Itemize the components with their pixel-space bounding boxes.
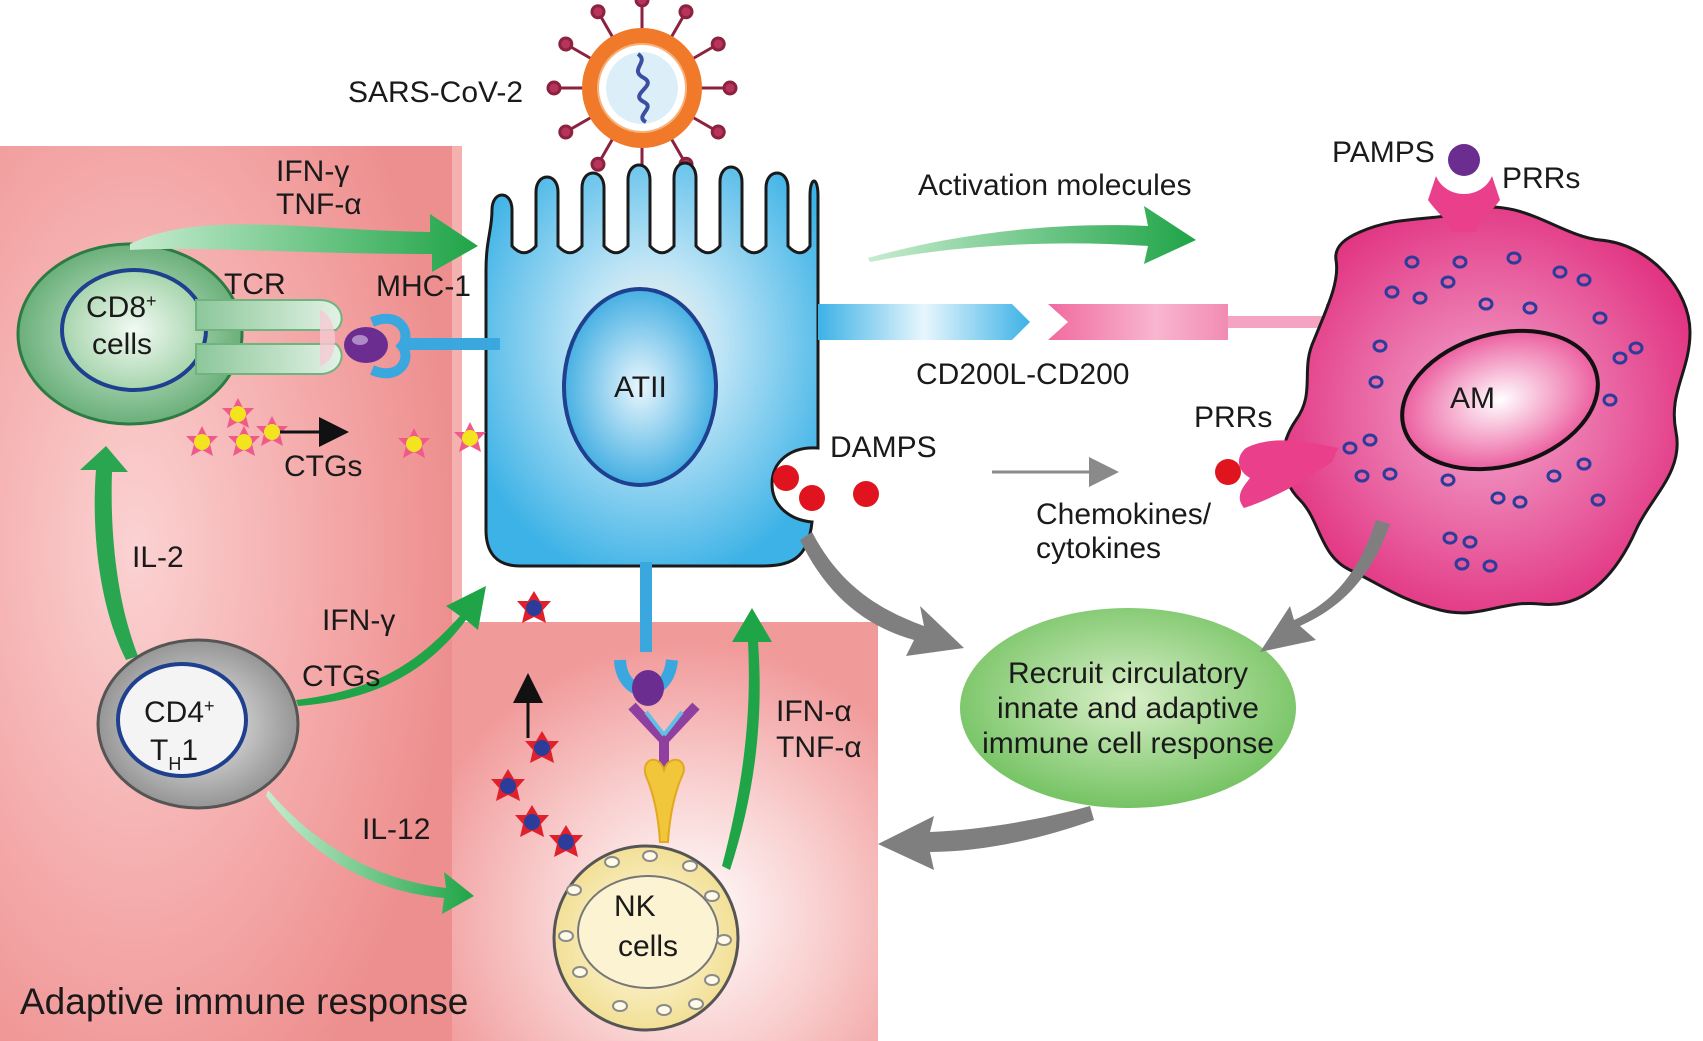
il12-label: IL-12 [362,813,430,846]
tnf-alpha-bottom-label: TNF-α [776,731,862,764]
mhc1-label: MHC-1 [376,270,471,303]
nk-cell [552,844,740,1032]
activation-label: Activation molecules [918,169,1191,202]
cd4-th1-cell [96,638,300,810]
arrow-il12 [266,790,474,914]
damps-label: DAMPS [830,431,937,464]
recruit-label-line1: Recruit circulatory [1008,657,1248,690]
arrow-ifn-ctgs-mid [296,586,486,706]
mhc1-receptor [344,313,500,379]
th1-label: TH1 [150,734,198,774]
arrow-ifn-alpha-tnf [722,608,772,870]
am-cell [1281,205,1692,615]
adaptive-caption: Adaptive immune response [20,981,468,1022]
nk-granules [491,591,583,857]
ctgs-mid-label: CTGs [302,660,380,693]
atii-label: ATII [614,371,667,404]
chemokines-label-line1: Chemokines/ [1036,498,1212,531]
arrow-recruit-to-adaptive [878,806,1094,870]
prrs-mid-receptor [1215,440,1338,508]
chemokines-label-line2: cytokines [1036,532,1161,565]
atii-cell [484,161,820,568]
arrow-il2 [80,446,138,660]
arrow-am-to-recruit [1260,520,1390,652]
tcr-label: TCR [224,268,286,301]
arrow-activation [868,206,1196,264]
cd4-label: CD4+ [144,696,215,729]
pamps-prrs-receptor [1428,144,1500,232]
cd8-cell [16,242,343,426]
virus-label: SARS-CoV-2 [348,76,523,109]
grey-arrows [800,520,1390,870]
il2-label: IL-2 [132,541,184,574]
am-label: AM [1450,382,1495,415]
ifn-gamma-top-label: IFN-γ [276,155,349,188]
arrow-ifn-tnf-top [130,214,478,272]
atii-bottom-receptor [614,562,678,706]
cd200-connector [818,304,1346,340]
arrow-atii-to-recruit [800,532,964,656]
antibody-icon [628,702,700,843]
cd8-label-line1: CD8+ [86,291,157,324]
ifn-gamma-mid-label: IFN-γ [322,604,395,637]
tnf-alpha-top-label: TNF-α [276,188,362,221]
cd200-label: CD200L-CD200 [916,358,1129,391]
nk-label-line1: NK [614,890,656,923]
virus-icon [546,0,738,184]
ifn-alpha-label: IFN-α [776,695,852,728]
prrs-mid-label: PRRs [1194,401,1272,434]
recruit-label-line2: innate and adaptive [997,692,1259,725]
prrs-top-label: PRRs [1502,162,1580,195]
ctg-granules-top [186,398,486,458]
recruit-ellipse [960,608,1296,808]
pamps-label: PAMPS [1332,136,1435,169]
recruit-label-line3: immune cell response [982,727,1274,760]
cd8-label-line2: cells [92,328,152,361]
damps-particles [773,465,879,511]
nk-label-line2: cells [618,930,678,963]
ctgs-top-label: CTGs [284,450,362,483]
